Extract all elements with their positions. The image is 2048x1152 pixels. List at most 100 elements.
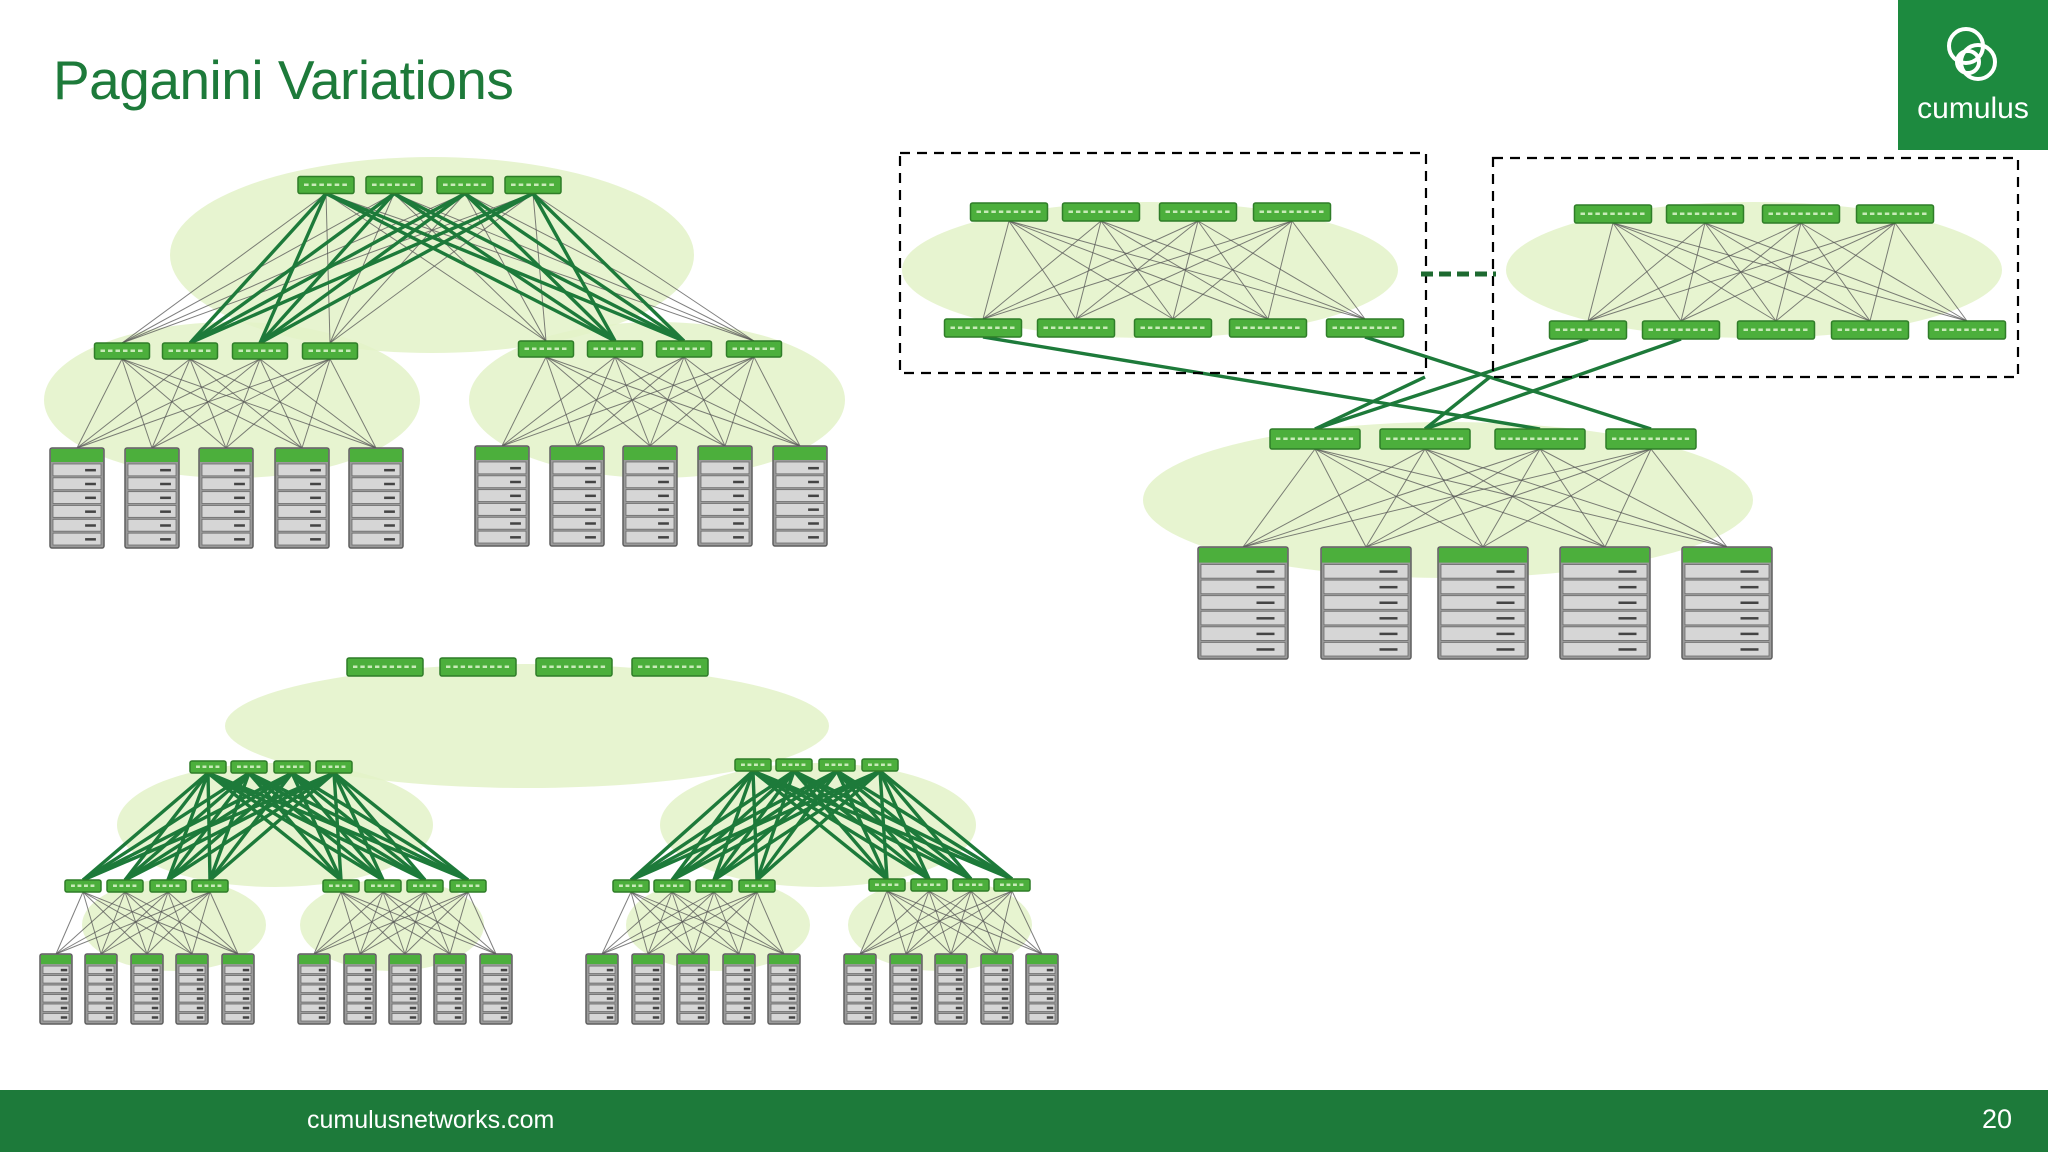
link: [359, 891, 469, 955]
network-switch-icon: [1494, 428, 1586, 450]
link: [886, 890, 1043, 955]
server-rack-icon: [549, 445, 605, 547]
link: [630, 891, 785, 955]
link: [124, 891, 148, 955]
network-switch-icon: [301, 342, 359, 360]
link: [151, 358, 261, 449]
link: [167, 891, 193, 955]
link: [76, 358, 261, 449]
network-switch-icon: [631, 657, 709, 677]
footer-bar: cumulusnetworks.com 20: [0, 1090, 2048, 1152]
link: [1242, 448, 1541, 548]
server-rack-icon: [980, 953, 1014, 1025]
uplink: [81, 771, 210, 882]
network-switch-icon: [1927, 320, 2007, 340]
server-rack-icon: [889, 953, 923, 1025]
link: [501, 356, 616, 447]
uplink: [188, 192, 328, 345]
link: [724, 356, 755, 447]
link: [1172, 220, 1199, 320]
link: [501, 356, 685, 447]
link: [1587, 222, 1614, 322]
network-switch-icon: [952, 878, 990, 892]
link: [146, 891, 211, 955]
fabric-cloud: [225, 664, 829, 788]
link: [382, 891, 497, 955]
link: [259, 358, 303, 449]
uplink: [208, 771, 336, 882]
network-switch-icon: [365, 175, 423, 195]
server-rack-icon: [124, 447, 180, 549]
page-number: 20: [1981, 1104, 2012, 1134]
link: [545, 356, 726, 447]
fabric-cloud: [469, 322, 845, 478]
network-switch-icon: [191, 879, 229, 893]
link: [1267, 220, 1293, 320]
network-switch-icon: [406, 879, 444, 893]
network-switch-icon: [1641, 320, 1721, 340]
network-switch-icon: [861, 758, 899, 772]
link: [467, 891, 497, 955]
link: [1197, 220, 1366, 320]
link: [82, 891, 102, 955]
server-rack-icon: [772, 445, 828, 547]
network-switch-icon: [734, 758, 772, 772]
link: [313, 891, 426, 955]
uplink: [982, 335, 1541, 431]
link: [151, 358, 331, 449]
server-rack-icon: [221, 953, 255, 1025]
network-switch-icon: [273, 760, 311, 774]
link: [329, 358, 377, 449]
link: [225, 358, 261, 449]
uplink: [630, 769, 881, 882]
link: [55, 891, 211, 955]
fabric-cloud: [170, 157, 694, 353]
network-switch-icon: [436, 175, 494, 195]
link: [614, 356, 651, 447]
network-switch-icon: [969, 202, 1049, 222]
uplink: [332, 771, 427, 882]
server-rack-icon: [1025, 953, 1059, 1025]
link: [76, 358, 331, 449]
network-switch-icon: [504, 175, 562, 195]
link: [859, 890, 972, 955]
link: [151, 358, 191, 449]
network-switch-icon: [910, 878, 948, 892]
link: [1587, 222, 1706, 322]
server-rack-icon: [1559, 546, 1651, 660]
server-rack-icon: [175, 953, 209, 1025]
network-switch-icon: [106, 879, 144, 893]
uplink: [82, 771, 250, 882]
link: [1365, 448, 1541, 548]
server-rack-icon: [722, 953, 756, 1025]
server-rack-icon: [39, 953, 73, 1025]
link: [1482, 448, 1541, 548]
network-switch-icon: [439, 657, 517, 677]
link: [671, 891, 785, 955]
uplink: [188, 192, 396, 345]
link: [970, 890, 1043, 955]
link: [1680, 222, 1706, 322]
fabric-cloud: [1506, 202, 2002, 338]
server-rack-icon: [433, 953, 467, 1025]
link: [189, 358, 377, 449]
link: [1075, 220, 1293, 320]
link: [905, 890, 1013, 955]
network-switch-icon: [1325, 318, 1405, 338]
server-rack-icon: [49, 447, 105, 549]
link: [124, 891, 193, 955]
link: [630, 891, 649, 955]
network-switch-icon: [1573, 204, 1653, 224]
link: [121, 193, 327, 344]
link: [121, 358, 303, 449]
link: [713, 891, 740, 955]
link: [683, 356, 801, 447]
network-topology-diagram: [39, 151, 2020, 1025]
network-switch-icon: [1761, 204, 1841, 224]
link: [545, 356, 801, 447]
link: [601, 891, 673, 955]
link: [340, 891, 451, 955]
link: [313, 891, 342, 955]
link: [630, 891, 740, 955]
server-rack-icon: [934, 953, 968, 1025]
